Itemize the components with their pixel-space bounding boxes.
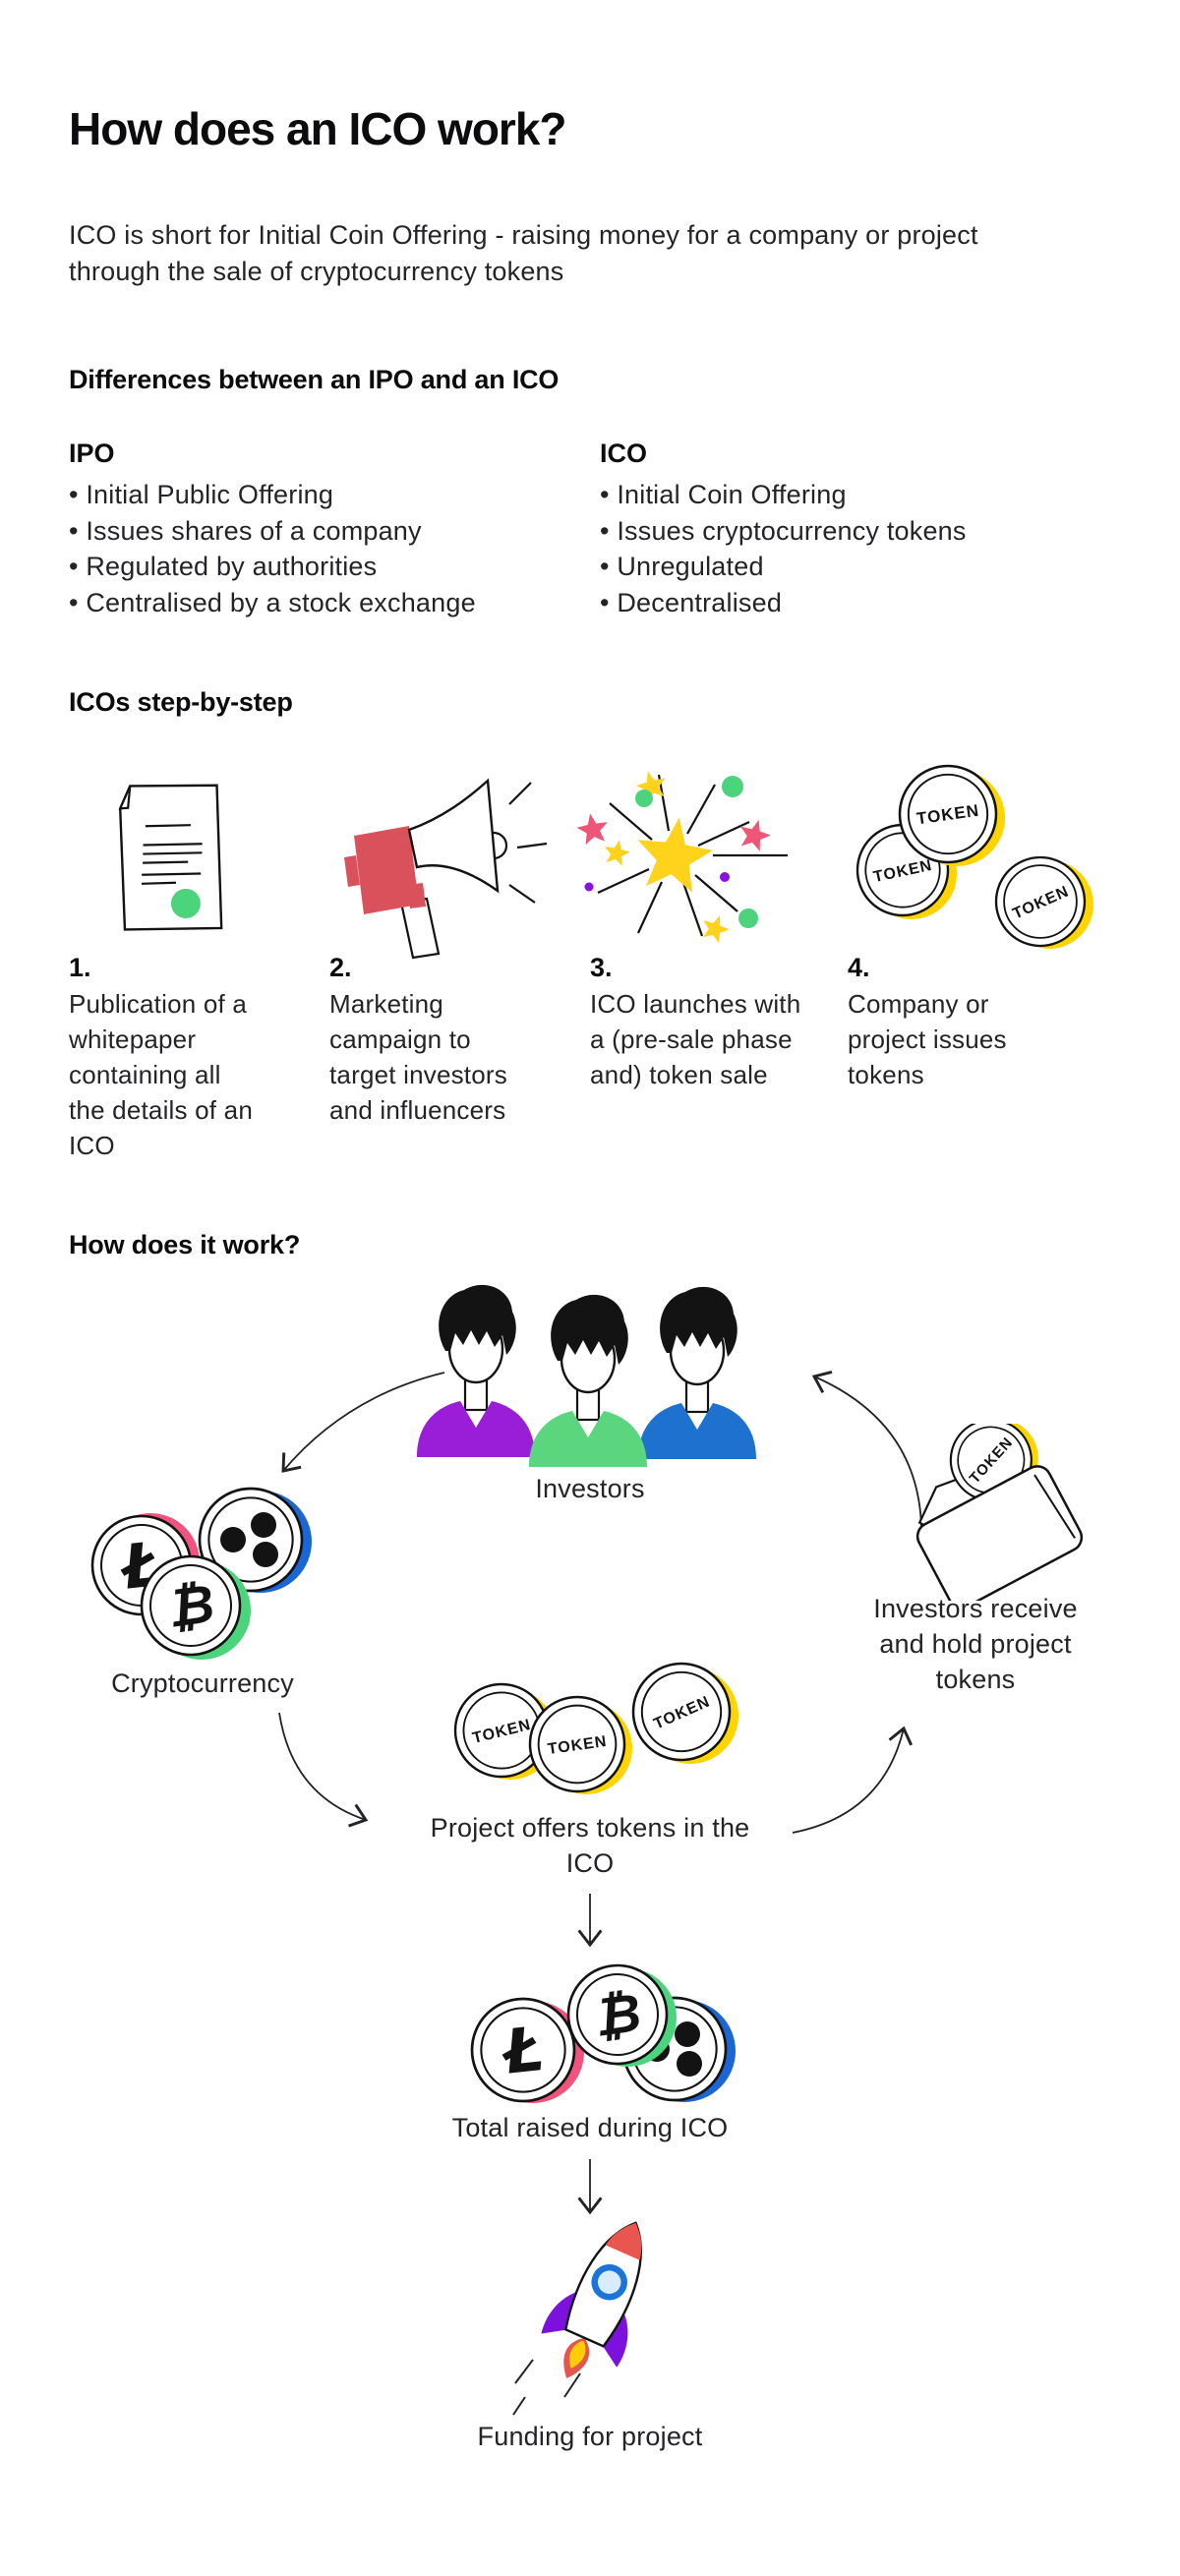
step-1: 1. Publication of a whitepaper containin… bbox=[69, 950, 258, 1163]
investor-purple bbox=[415, 1283, 537, 1459]
cryptocurrency-coins-icon: Ł ₿ bbox=[90, 1487, 312, 1660]
token-coin: TOKEN bbox=[994, 855, 1093, 949]
investors-icon bbox=[415, 1283, 758, 1469]
bitcoin-coin: ₿ bbox=[140, 1554, 251, 1660]
step-number: 1. bbox=[69, 953, 91, 982]
token-coin: TOKEN bbox=[898, 764, 1005, 866]
litecoin-symbol: Ł bbox=[498, 2013, 547, 2088]
total-raised-label: Total raised during ICO bbox=[451, 2113, 729, 2142]
step-text: ICO launches with a (pre-sale phase and)… bbox=[590, 989, 801, 1089]
ico-list: Initial Coin Offering Issues cryptocurre… bbox=[600, 477, 1111, 620]
step-2: 2. Marketing campaign to target investor… bbox=[329, 950, 541, 1128]
list-item: Issues cryptocurrency tokens bbox=[600, 513, 1111, 550]
arrow-cryptocurrency-to-project bbox=[278, 1712, 369, 1828]
ico-heading: ICO bbox=[600, 439, 648, 468]
wallet-token-icon: TOKEN bbox=[915, 1424, 1084, 1601]
project-offers-label: Project offers tokens in the ICO bbox=[430, 1813, 750, 1878]
differences-heading: Differences between an IPO and an ICO bbox=[69, 365, 560, 394]
ipo-list: Initial Public Offering Issues shares of… bbox=[69, 477, 560, 620]
bitcoin-symbol: ₿ bbox=[163, 1572, 218, 1640]
step-number: 4. bbox=[848, 953, 870, 982]
list-item: Unregulated bbox=[600, 549, 1111, 585]
list-item: Centralised by a stock exchange bbox=[69, 585, 560, 621]
project-token-coins-icon: TOKEN TOKEN TOKEN bbox=[453, 1662, 738, 1794]
list-item: Initial Public Offering bbox=[69, 477, 560, 513]
arrow-investors-to-cryptocurrency bbox=[281, 1372, 445, 1473]
investor-green bbox=[527, 1293, 649, 1469]
step-text: Company or project issues tokens bbox=[848, 989, 1007, 1089]
step-text: Marketing campaign to target investors a… bbox=[329, 989, 507, 1125]
list-item: Decentralised bbox=[600, 585, 1111, 621]
speed-lines bbox=[512, 2359, 581, 2416]
arrow-project-to-investors-receive bbox=[792, 1726, 913, 1834]
token-coins-icon: TOKEN TOKEN TOKEN bbox=[856, 764, 1093, 949]
ripple-symbol bbox=[220, 1512, 278, 1567]
investors-receive-label: Investors receive and hold project token… bbox=[873, 1594, 1078, 1694]
step-text: Publication of a whitepaper containing a… bbox=[69, 989, 253, 1160]
step-3: 3. ICO launches with a (pre-sale phase a… bbox=[590, 950, 801, 1092]
arrow-wallet-to-investors bbox=[811, 1371, 922, 1527]
flow-heading: How does it work? bbox=[69, 1230, 301, 1259]
step-number: 2. bbox=[329, 953, 352, 982]
investors-label: Investors bbox=[535, 1474, 645, 1503]
list-item: Issues shares of a company bbox=[69, 513, 560, 550]
starburst-icon bbox=[574, 767, 788, 945]
token-coin: TOKEN bbox=[631, 1662, 738, 1764]
megaphone-icon bbox=[344, 778, 548, 960]
rocket-window bbox=[591, 2263, 627, 2301]
rocket-icon bbox=[512, 2221, 642, 2416]
page-title: How does an ICO work? bbox=[69, 103, 567, 154]
bitcoin-symbol: ₿ bbox=[590, 1981, 645, 2049]
green-seal-dot bbox=[170, 888, 201, 918]
ipo-column: IPO Initial Public Offering Issues share… bbox=[69, 436, 560, 620]
list-item: Regulated by authorities bbox=[69, 549, 560, 585]
whitepaper-document-icon bbox=[118, 784, 223, 931]
ipo-heading: IPO bbox=[69, 439, 115, 468]
raised-coins-icon: Ł ₿ bbox=[470, 1963, 736, 2103]
ripple-coin bbox=[198, 1487, 312, 1593]
investor-blue bbox=[636, 1285, 758, 1461]
token-coin: TOKEN bbox=[528, 1695, 632, 1794]
flow-arrows bbox=[278, 1371, 922, 2215]
ico-column: ICO Initial Coin Offering Issues cryptoc… bbox=[600, 436, 1111, 620]
step-4: 4. Company or project issues tokens bbox=[848, 950, 1034, 1092]
list-item: Initial Coin Offering bbox=[600, 477, 1111, 513]
steps-heading: ICOs step-by-step bbox=[69, 687, 293, 717]
step-number: 3. bbox=[590, 953, 613, 982]
bitcoin-coin: ₿ bbox=[566, 1963, 677, 2067]
funding-label: Funding for project bbox=[477, 2422, 703, 2451]
intro-paragraph: ICO is short for Initial Coin Offering -… bbox=[69, 220, 978, 286]
litecoin-coin: Ł bbox=[470, 1997, 584, 2103]
cryptocurrency-label: Cryptocurrency bbox=[111, 1669, 294, 1698]
